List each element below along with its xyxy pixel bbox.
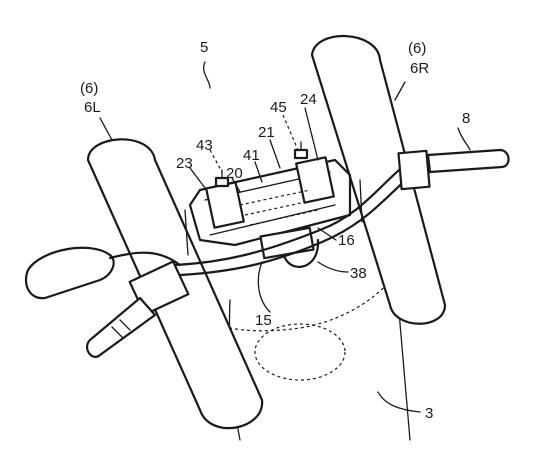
label-45: 45 bbox=[270, 99, 287, 116]
handlebar-lower bbox=[178, 170, 432, 277]
leader-6R bbox=[394, 81, 406, 101]
label-38: 38 bbox=[350, 265, 367, 282]
label-16: 16 bbox=[338, 232, 355, 249]
label-6R-paren: (6) bbox=[408, 40, 426, 57]
leader-45 bbox=[282, 114, 299, 151]
leader-3 bbox=[377, 391, 421, 413]
label-6L-paren: (6) bbox=[80, 80, 98, 97]
label-24: 24 bbox=[300, 91, 317, 108]
label-6R: 6R bbox=[410, 60, 429, 77]
right-wheel bbox=[310, 34, 447, 325]
left-grip bbox=[85, 260, 190, 358]
leader-20 bbox=[231, 177, 241, 193]
headlight-dashed bbox=[254, 323, 346, 381]
top-bracket bbox=[184, 156, 363, 256]
leader-16 bbox=[317, 227, 337, 241]
left-mirror bbox=[24, 246, 182, 300]
leader-43 bbox=[209, 149, 223, 173]
leader-24 bbox=[304, 107, 319, 161]
leader-38 bbox=[317, 261, 349, 273]
label-21: 21 bbox=[258, 124, 275, 141]
leader-23 bbox=[189, 167, 206, 189]
label-5: 5 bbox=[200, 39, 208, 56]
leader-8 bbox=[457, 127, 471, 151]
leader-5 bbox=[203, 61, 211, 89]
label-41: 41 bbox=[243, 147, 260, 164]
leader-21 bbox=[269, 139, 281, 169]
bolt-right bbox=[293, 141, 309, 160]
label-23: 23 bbox=[176, 155, 193, 172]
leader-6L bbox=[99, 117, 113, 141]
label-8: 8 bbox=[462, 110, 470, 127]
leader-41 bbox=[254, 161, 263, 183]
right-grip bbox=[397, 148, 510, 191]
label-15: 15 bbox=[255, 312, 272, 329]
leader-15 bbox=[257, 261, 271, 313]
label-3: 3 bbox=[425, 405, 433, 422]
label-20: 20 bbox=[226, 165, 243, 182]
label-6L: 6L bbox=[84, 99, 101, 116]
label-43: 43 bbox=[196, 137, 213, 154]
